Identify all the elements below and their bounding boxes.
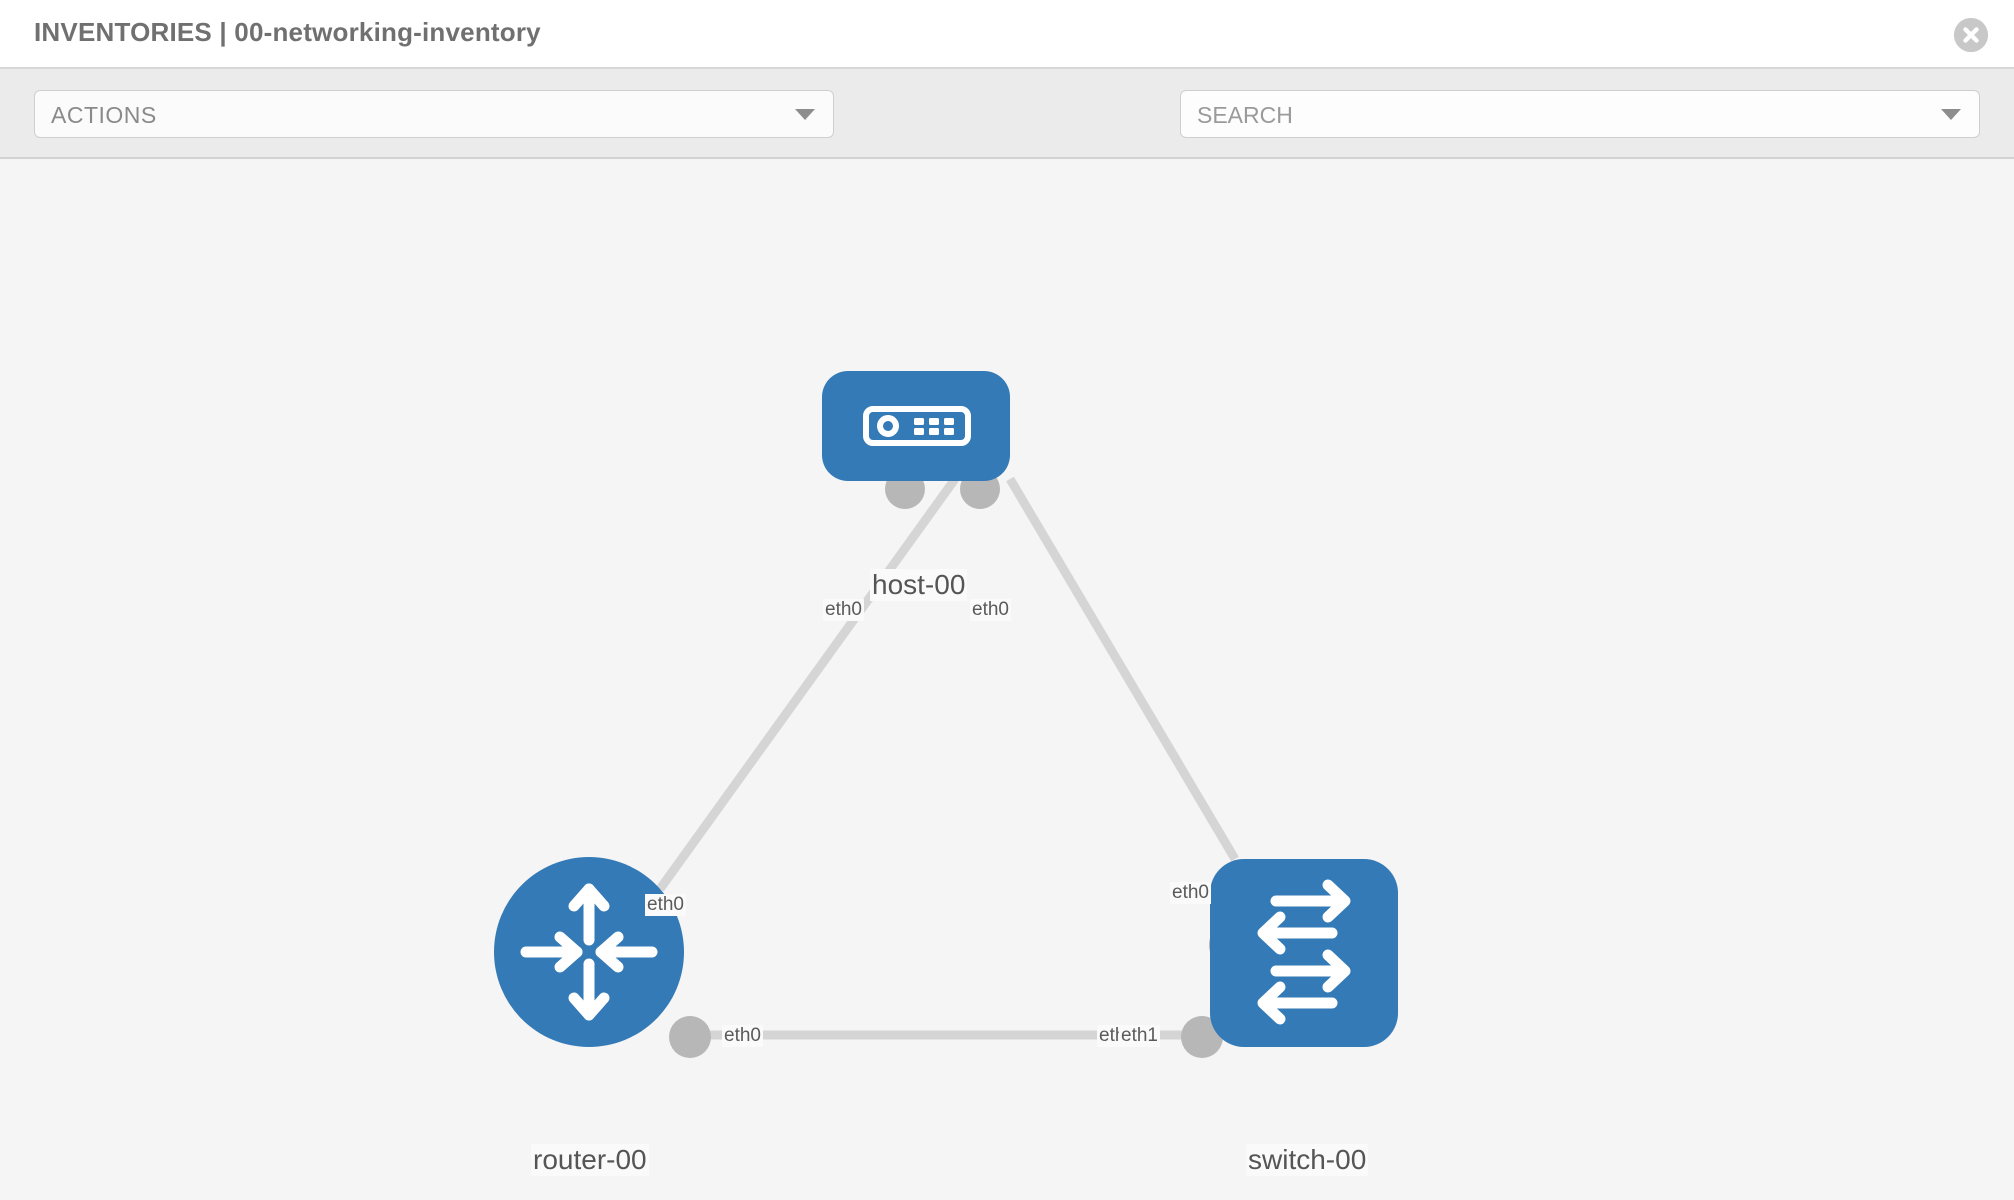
- close-icon[interactable]: [1954, 18, 1988, 52]
- node-router-00: [494, 857, 684, 1047]
- chevron-down-icon: [795, 109, 815, 120]
- toolbar: ACTIONS: [0, 69, 2014, 199]
- port-router-right: [669, 1016, 711, 1058]
- topology-canvas[interactable]: host-00 router-00 switch-00 eth0 eth0 et…: [0, 159, 2014, 1200]
- iface-label-switch-left: eth1: [1119, 1025, 1160, 1047]
- actions-dropdown-label: ACTIONS: [51, 102, 157, 128]
- iface-label-switch-up: eth0: [1170, 882, 1211, 904]
- iface-label-router-right: eth0: [722, 1025, 763, 1047]
- node-switch-00: [1210, 859, 1398, 1047]
- node-host-00: [822, 371, 1010, 481]
- port-switch-left: [1181, 1016, 1223, 1058]
- edge-host-router: [656, 476, 959, 892]
- actions-dropdown[interactable]: ACTIONS: [34, 90, 834, 138]
- page-header: INVENTORIES | 00-networking-inventory: [0, 0, 2014, 69]
- iface-label-host-right: eth0: [970, 599, 1011, 621]
- node-label-router-00: router-00: [531, 1144, 649, 1176]
- search-field[interactable]: [1180, 90, 1980, 139]
- iface-label-router-up: eth0: [645, 894, 686, 916]
- topology-ports: [669, 469, 1255, 1058]
- topology-graph: [494, 371, 1398, 1058]
- search-input[interactable]: [1195, 91, 1899, 139]
- node-label-host-00: host-00: [870, 569, 968, 601]
- iface-label-host-left: eth0: [823, 599, 864, 621]
- edge-host-switch: [1006, 476, 1239, 862]
- chevron-down-icon[interactable]: [1941, 109, 1961, 120]
- topology-edges: [656, 476, 1239, 1040]
- node-label-switch-00: switch-00: [1246, 1144, 1369, 1176]
- page-title: INVENTORIES | 00-networking-inventory: [34, 17, 541, 47]
